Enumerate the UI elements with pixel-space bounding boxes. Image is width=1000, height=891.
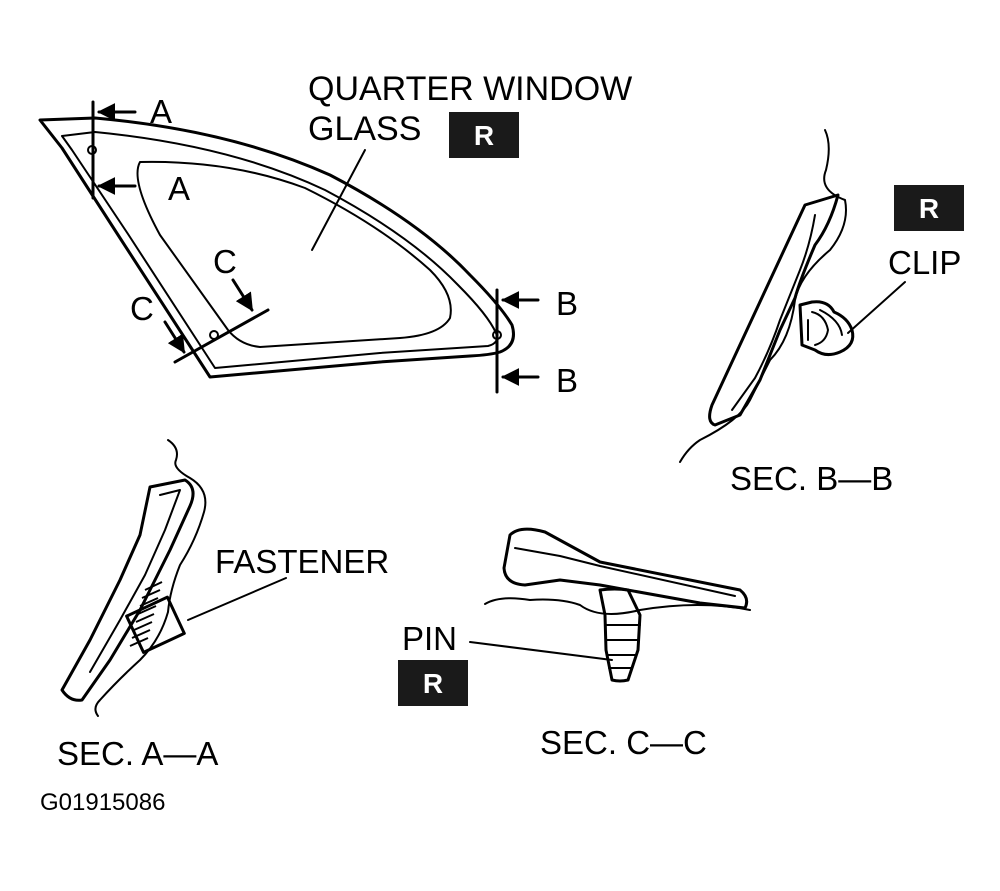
- body-panel-outline-a: [94, 439, 207, 717]
- section-a-view: FASTENER SEC. A—A: [57, 439, 389, 772]
- replace-badge-pin-text: R: [423, 668, 443, 699]
- body-panel-outline-c: [484, 597, 751, 615]
- section-c-marker-right: C: [213, 243, 237, 280]
- glass-inner-b: [731, 214, 816, 411]
- quarter-window-view: A A B B C C QUARTER WINDOW GLASS R: [38, 70, 632, 399]
- section-b-marker-top: B: [556, 285, 578, 322]
- replace-badge-glass: R: [449, 112, 519, 158]
- glass-label: GLASS: [308, 110, 421, 148]
- section-c-caption: SEC. C—C: [540, 724, 707, 761]
- replace-badge-clip-text: R: [919, 193, 939, 224]
- glass-inner-c: [514, 547, 736, 597]
- replace-badge-pin: R: [398, 660, 468, 706]
- glass-edge-b: [708, 193, 840, 427]
- quarter-window-label: QUARTER WINDOW: [308, 70, 632, 108]
- pin-shape: [598, 587, 642, 683]
- fastener-leader-line: [187, 577, 287, 621]
- section-a-caption: SEC. A—A: [57, 735, 218, 772]
- glass-edge-a: [60, 478, 195, 702]
- section-b-marker-bottom: B: [556, 362, 578, 399]
- pin-leader-line: [469, 641, 613, 661]
- window-outer-frame: [38, 116, 515, 379]
- pin-ribs: [605, 624, 641, 669]
- quarter-window-glass: [136, 160, 452, 348]
- clip-label: CLIP: [888, 244, 961, 281]
- glass-inner-a: [89, 489, 181, 673]
- figure-code: G01915086: [40, 789, 165, 816]
- section-c-marker-left: C: [130, 290, 154, 327]
- section-b-caption: SEC. B—B: [730, 460, 893, 497]
- pin-label: PIN: [402, 620, 457, 657]
- fastener-label: FASTENER: [215, 543, 389, 580]
- section-a-marker-bottom: A: [168, 170, 190, 207]
- glass-edge-c: [502, 527, 749, 610]
- clip-ribs: [807, 309, 843, 346]
- fastener-shape: [125, 595, 186, 654]
- fastener-teeth: [129, 581, 163, 647]
- glass-leader-line: [311, 149, 366, 251]
- section-c-cutline: [173, 308, 270, 364]
- section-c-arrow-left: [163, 320, 186, 354]
- section-b-view: CLIP R SEC. B—B: [679, 129, 964, 497]
- section-c-arrow-right: [231, 278, 254, 312]
- section-c-view: PIN R SEC. C—C: [398, 527, 751, 761]
- clip-leader-line: [847, 281, 906, 334]
- replace-badge-clip: R: [894, 185, 964, 231]
- section-a-marker-top: A: [150, 93, 172, 130]
- replace-badge-glass-text: R: [474, 120, 494, 151]
